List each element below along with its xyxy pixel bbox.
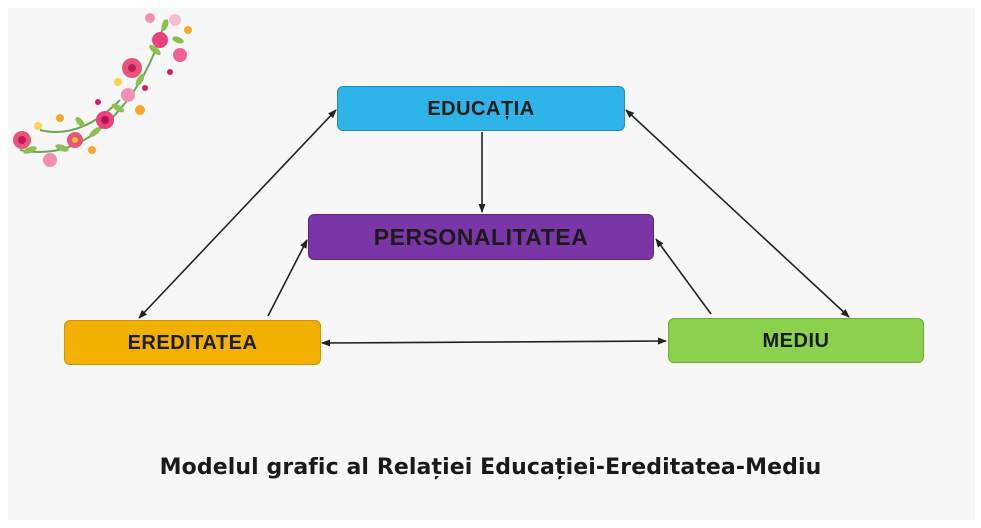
arrow-mediu-to-personalitatea bbox=[655, 238, 712, 315]
node-mediu-label: MEDIU bbox=[762, 329, 830, 352]
node-educatia: EDUCAȚIA bbox=[337, 86, 625, 131]
leaf-group bbox=[23, 19, 184, 154]
node-educatia-label: EDUCAȚIA bbox=[427, 97, 535, 120]
node-mediu: MEDIU bbox=[668, 318, 924, 363]
diagram-caption: Modelul grafic al Relației Educației-Ere… bbox=[159, 455, 822, 480]
node-ereditatea: EREDITATEA bbox=[64, 320, 321, 365]
arrow-ereditatea-mediu bbox=[321, 337, 667, 347]
arrow-educatia-ereditatea bbox=[138, 109, 337, 319]
node-ereditatea-label: EREDITATEA bbox=[127, 331, 258, 354]
node-personalitatea: PERSONALITATEA bbox=[308, 214, 654, 260]
arrow-educatia-mediu bbox=[625, 109, 850, 318]
arrow-ereditatea-to-personalitatea bbox=[267, 239, 308, 317]
node-personalitatea-label: PERSONALITATEA bbox=[373, 223, 589, 250]
